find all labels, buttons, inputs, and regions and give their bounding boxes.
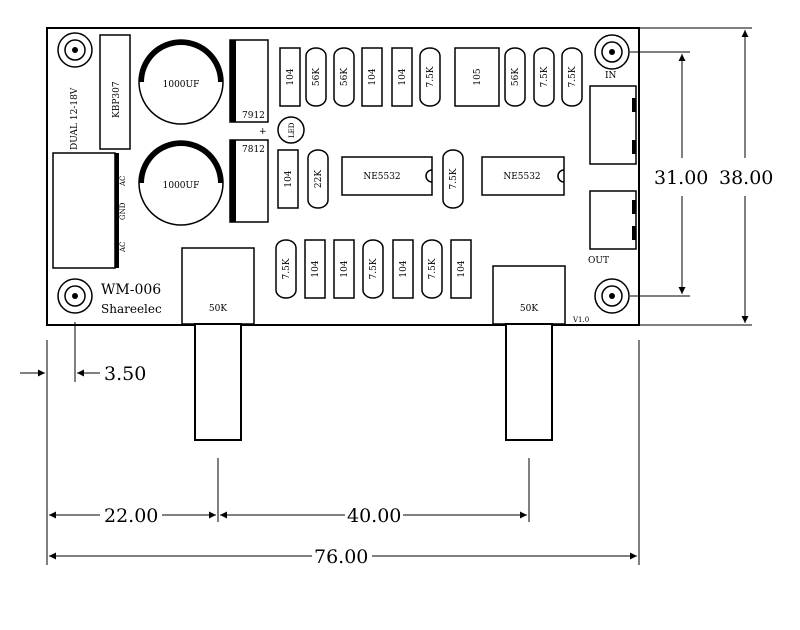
middle-component-1: 104 xyxy=(277,149,299,209)
top-component-4-label: 104 xyxy=(368,68,378,85)
brand-label: Shareelec xyxy=(101,302,162,316)
ic-2-label: NE5532 xyxy=(503,172,540,182)
top-component-6: 7.5K xyxy=(419,47,441,107)
bottom-component-4-label: 7.5K xyxy=(369,258,379,279)
middle-component-row: 104 22K 7.5K xyxy=(277,149,464,209)
bottom-component-7: 104 xyxy=(450,239,472,299)
bottom-component-3: 104 xyxy=(333,239,355,299)
output-label: OUT xyxy=(588,256,609,266)
capacitor-2: 1000UF xyxy=(138,140,224,226)
top-component-6-label: 7.5K xyxy=(426,66,436,87)
bottom-component-2-label: 104 xyxy=(311,260,321,277)
top-component-2-label: 56K xyxy=(312,68,322,86)
capacitor-2-label: 1000UF xyxy=(163,181,200,191)
capacitor-1: 1000UF xyxy=(138,39,224,125)
dim-hole-offset: 3.50 xyxy=(104,363,146,385)
top-component-9: 7.5K xyxy=(533,47,555,107)
top-component-3: 56K xyxy=(333,47,355,107)
dim-pot-spacing: 40.00 xyxy=(347,505,401,527)
middle-component-2: 22K xyxy=(307,149,329,209)
output-connector: OUT xyxy=(588,190,637,266)
top-component-5: 104 xyxy=(391,47,413,107)
led-label: LED xyxy=(288,122,296,138)
input-connector: IN xyxy=(589,71,637,165)
rectifier xyxy=(99,34,131,150)
top-component-8-label: 56K xyxy=(511,68,521,86)
led-plus: + xyxy=(259,127,267,137)
top-component-5-label: 104 xyxy=(398,68,408,85)
bottom-component-6: 7.5K xyxy=(421,239,443,299)
bottom-component-1-label: 7.5K xyxy=(282,258,292,279)
version-label: V1.0 xyxy=(572,316,589,324)
bottom-component-3-label: 104 xyxy=(340,260,350,277)
mounting-hole-bottom-left xyxy=(57,278,93,314)
ic-1-label: NE5532 xyxy=(363,172,400,182)
pot-left-label: 50K xyxy=(209,304,227,314)
middle-component-2-label: 22K xyxy=(314,170,324,188)
pot-right-label: 50K xyxy=(520,304,538,314)
dim-outer-height: 38.00 xyxy=(719,167,773,189)
bottom-component-5-label: 104 xyxy=(399,260,409,277)
potentiometer-left: 50K xyxy=(181,247,255,441)
bottom-component-5: 104 xyxy=(392,239,414,299)
dim-inner-height: 31.00 xyxy=(654,167,708,189)
regulator-7912: 7912 xyxy=(229,39,269,123)
terminal-ac2: AC xyxy=(119,242,127,253)
bottom-component-6-label: 7.5K xyxy=(428,258,438,279)
top-component-1-label: 104 xyxy=(286,68,296,85)
mounting-hole-top-right xyxy=(594,34,630,70)
middle-component-3-label: 7.5K xyxy=(449,168,459,189)
bottom-component-row: 7.5K 104 104 7.5K 104 7.5K 104 xyxy=(275,239,472,299)
regulator-7812-label: 7812 xyxy=(242,145,265,155)
terminal-ac1: AC xyxy=(119,176,127,187)
middle-component-3: 7.5K xyxy=(442,149,464,209)
terminal-gnd: GND xyxy=(119,202,127,220)
bottom-component-4: 7.5K xyxy=(362,239,384,299)
supply-label: DUAL 12-18V xyxy=(70,87,80,150)
top-component-4: 104 xyxy=(361,47,383,107)
top-component-1: 104 xyxy=(279,47,301,107)
rectifier-label: KBP307 xyxy=(112,81,122,118)
top-component-2: 56K xyxy=(305,47,327,107)
top-component-7: 105 xyxy=(454,47,500,107)
dimension-lines xyxy=(20,27,752,565)
mounting-hole-bottom-right xyxy=(594,278,630,314)
top-component-7-label: 105 xyxy=(473,68,483,85)
dim-pot1-offset: 22.00 xyxy=(104,505,158,527)
input-label: IN xyxy=(605,71,617,81)
top-component-9-label: 7.5K xyxy=(540,66,550,87)
power-terminal xyxy=(52,152,116,269)
bottom-component-7-label: 104 xyxy=(457,260,467,277)
regulator-7912-label: 7912 xyxy=(242,111,265,121)
middle-component-1-label: 104 xyxy=(284,170,294,187)
bottom-component-1: 7.5K xyxy=(275,239,297,299)
regulator-7812: 7812 xyxy=(229,139,269,223)
ic-2: NE5532 xyxy=(481,156,565,196)
top-component-10: 7.5K xyxy=(561,47,583,107)
ic-1: NE5532 xyxy=(341,156,433,196)
led: LED + xyxy=(259,116,305,144)
mounting-hole-top-left xyxy=(57,32,93,68)
capacitor-1-label: 1000UF xyxy=(163,80,200,90)
top-component-row: 104 56K 56K 104 104 7.5K 105 56K 7.5K 7.5K xyxy=(279,47,583,107)
dim-total-width: 76.00 xyxy=(314,546,368,568)
potentiometer-right: 50K xyxy=(492,265,566,441)
top-component-8: 56K xyxy=(504,47,526,107)
model-label: WM-006 xyxy=(101,282,161,298)
top-component-3-label: 56K xyxy=(340,68,350,86)
top-component-10-label: 7.5K xyxy=(568,66,578,87)
bottom-component-2: 104 xyxy=(304,239,326,299)
